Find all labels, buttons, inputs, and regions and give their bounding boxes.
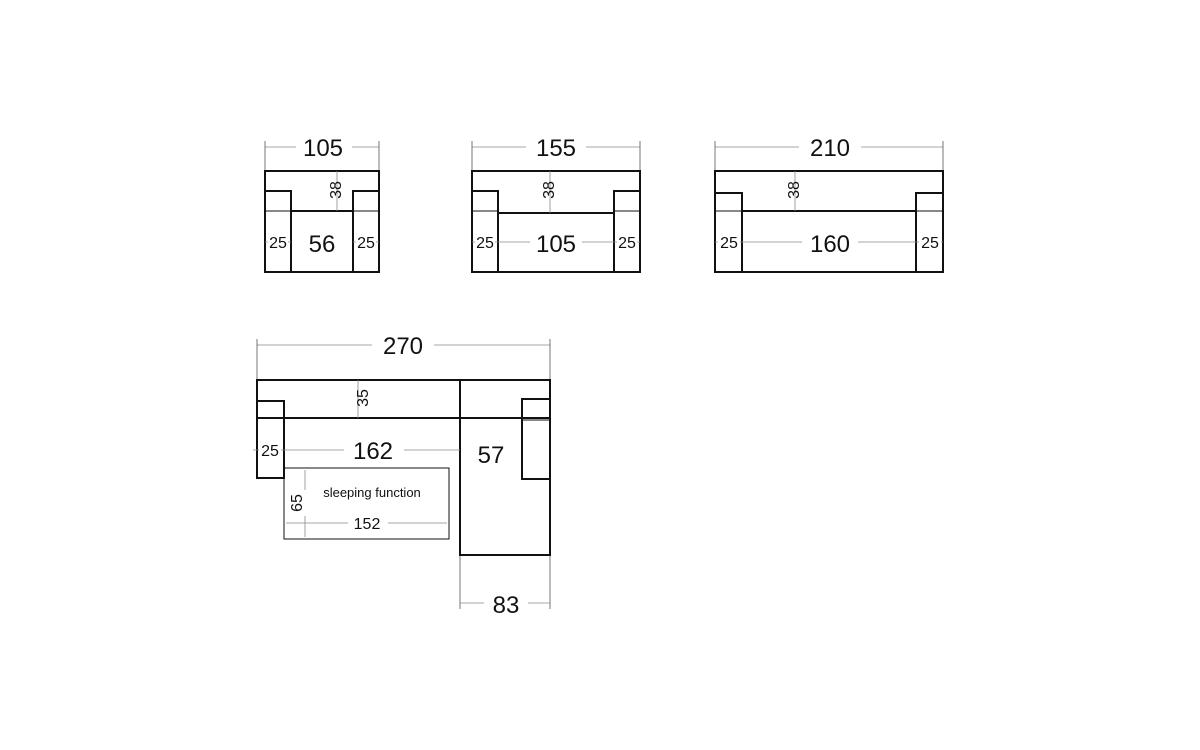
armchair-seat-label: 56 (309, 231, 336, 258)
corner-sofa-left-arm-label: 25 (261, 443, 279, 460)
sleeping-width-label: 152 (354, 516, 381, 533)
armchair-right-arm (352, 190, 380, 273)
corner-sofa-width-label: 270 (383, 333, 423, 360)
sofa-3-seat-label: 160 (810, 231, 850, 258)
corner-sofa-drawing: 270 35 25 162 57 sleeping function 65 15… (253, 331, 551, 619)
corner-sofa-seat-label: 162 (353, 438, 393, 465)
armchair-drawing: 105 38 25 25 56 (264, 133, 380, 273)
corner-sofa-back (256, 379, 551, 419)
armchair-width-label: 105 (303, 135, 343, 162)
sleeping-function-area (283, 467, 450, 540)
corner-sofa-chaise-width-label: 83 (493, 592, 520, 619)
corner-sofa-back-depth-label: 35 (355, 389, 372, 407)
sleeping-depth-label: 65 (289, 494, 306, 512)
sofa-3-back-depth-label: 38 (786, 181, 803, 199)
sofa-3-right-arm-label: 25 (921, 235, 939, 252)
corner-sofa-right-arm (521, 398, 551, 480)
sofa-3-drawing: 210 38 25 25 160 (714, 133, 944, 273)
armchair-left-arm-label: 25 (269, 235, 287, 252)
corner-sofa-left-arm (256, 400, 285, 479)
sofa-2-right-arm (613, 190, 641, 273)
sofa-3-width-label: 210 (810, 135, 850, 162)
sofa-2-left-arm (471, 190, 499, 273)
corner-sofa-chaise-depth-label: 57 (478, 442, 505, 469)
sofa-3-left-arm (714, 192, 743, 273)
sofa-2-right-arm-label: 25 (618, 235, 636, 252)
armchair-right-arm-label: 25 (357, 235, 375, 252)
sleeping-function-label: sleeping function (323, 485, 421, 500)
armchair-back-depth-label: 38 (328, 181, 345, 199)
corner-sofa-chaise (459, 379, 551, 556)
sofa-2-left-arm-label: 25 (476, 235, 494, 252)
sofa-3-right-arm (915, 192, 944, 273)
sofa-2-drawing: 155 38 25 25 105 (471, 133, 641, 273)
sofa-2-width-label: 155 (536, 135, 576, 162)
sofa-2-back-depth-label: 38 (541, 181, 558, 199)
sofa-2-seat-label: 105 (536, 231, 576, 258)
armchair-left-arm (264, 190, 292, 273)
sofa-3-left-arm-label: 25 (720, 235, 738, 252)
